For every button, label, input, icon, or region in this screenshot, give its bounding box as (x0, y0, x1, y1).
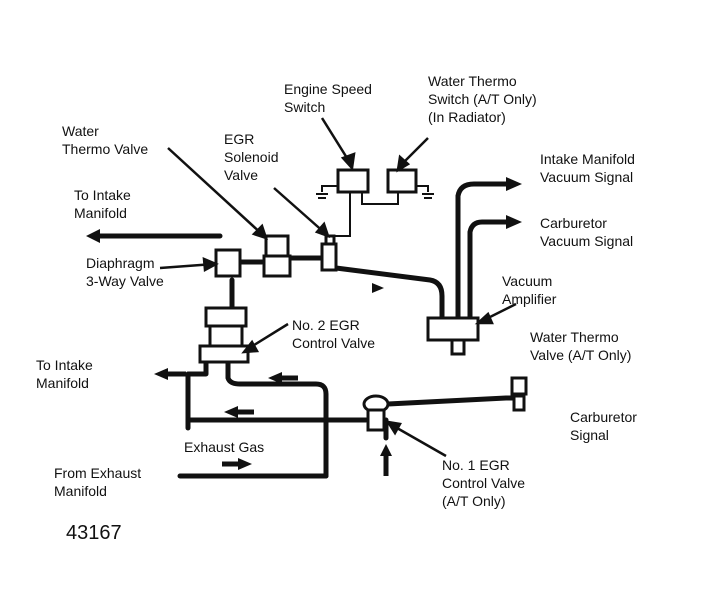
no2-egr-control-valve-label: No. 2 EGR Control Valve (292, 317, 376, 351)
flow-arrows (86, 177, 522, 470)
to-intake-manifold-left-label: To Intake Manifold (36, 357, 93, 391)
exhaust-gas-label: Exhaust Gas (184, 439, 265, 455)
engine-speed-switch-label: Engine Speed Switch (284, 81, 372, 115)
from-exhaust-manifold-label: From Exhaust Manifold (54, 465, 142, 499)
vacuum-amplifier-label: Vacuum Amplifier (502, 273, 557, 307)
figure-number: 43167 (66, 522, 122, 544)
wires (316, 185, 434, 242)
to-intake-manifold-top-label: To Intake Manifold (74, 187, 131, 221)
egr-solenoid-valve-label: EGR Solenoid Valve (224, 131, 279, 183)
water-thermo-valve-label: Water Thermo Valve (62, 123, 149, 157)
diaphragm-3way-valve-label: Diaphragm 3-Way Valve (86, 255, 164, 289)
components (198, 168, 528, 432)
water-thermo-switch-label: Water Thermo Switch (A/T Only) (In Radia… (428, 73, 537, 125)
no1-egr-control-valve-label: No. 1 EGR Control Valve (A/T Only) (442, 457, 526, 509)
leader-lines (159, 117, 517, 458)
arrow-shafts (100, 233, 389, 476)
carburetor-signal-label: Carburetor Signal (570, 409, 637, 443)
water-thermo-valve-at-label: Water Thermo Valve (A/T Only) (530, 329, 632, 363)
carburetor-vacuum-signal-label: Carburetor Vacuum Signal (540, 215, 634, 249)
intake-manifold-vacuum-signal-label: Intake Manifold Vacuum Signal (540, 151, 635, 185)
